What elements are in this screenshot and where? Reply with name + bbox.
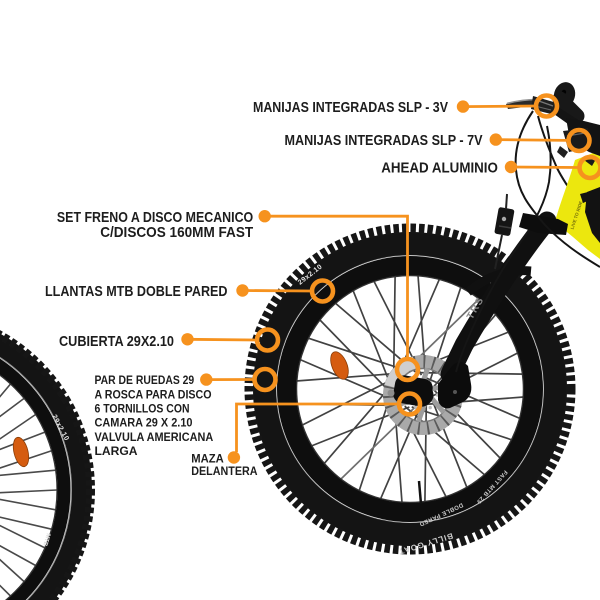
svg-text:VALVULA AMERICANA: VALVULA AMERICANA (95, 430, 214, 444)
svg-text:AHEAD ALUMINIO: AHEAD ALUMINIO (381, 160, 498, 177)
svg-text:SET FRENO A DISCO MECANICO: SET FRENO A DISCO MECANICO (57, 209, 254, 226)
svg-text:A ROSCA PARA DISCO: A ROSCA PARA DISCO (95, 387, 212, 401)
svg-text:MTB: MTB (41, 532, 51, 547)
svg-text:PAR DE RUEDAS 29: PAR DE RUEDAS 29 (95, 373, 195, 387)
svg-text:MANIJAS INTEGRADAS SLP - 7V: MANIJAS INTEGRADAS SLP - 7V (285, 132, 483, 149)
svg-text:MAZA: MAZA (191, 452, 224, 466)
svg-text:6 TORNILLOS CON: 6 TORNILLOS CON (95, 402, 190, 416)
svg-text:MANIJAS INTEGRADAS SLP - 3V: MANIJAS INTEGRADAS SLP - 3V (253, 99, 448, 116)
svg-text:DELANTERA: DELANTERA (191, 464, 258, 478)
svg-text:C/DISCOS 160MM FAST: C/DISCOS 160MM FAST (100, 224, 253, 241)
svg-text:LARGA: LARGA (95, 444, 138, 458)
svg-text:CAMARA 29 X 2.10: CAMARA 29 X 2.10 (95, 416, 193, 430)
svg-text:LLANTAS MTB DOBLE PARED: LLANTAS MTB DOBLE PARED (45, 283, 228, 300)
svg-text:CUBIERTA 29X2.10: CUBIERTA 29X2.10 (59, 333, 174, 350)
